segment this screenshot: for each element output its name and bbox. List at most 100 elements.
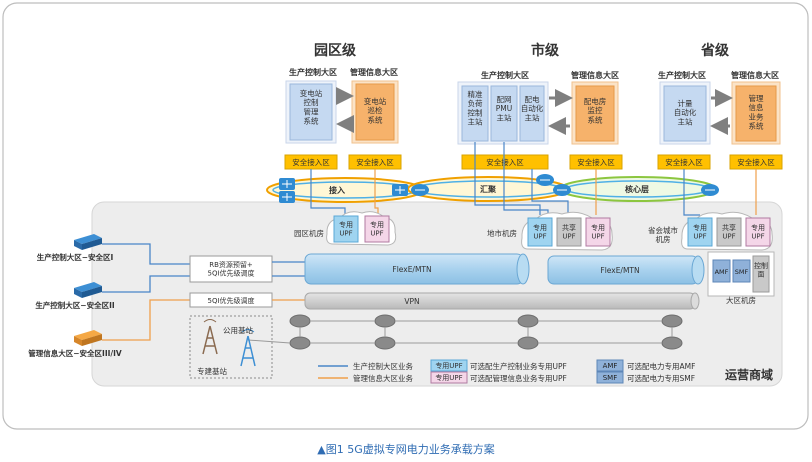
legend-upf-mgmt-tag: 专用UPF bbox=[435, 373, 462, 382]
power-5g-network-diagram: 运营商域 园区级 市级 省级 生产控制大区 管理信息大区 生产控制大区 管理信息… bbox=[2, 2, 809, 430]
region-control-plane bbox=[752, 255, 770, 293]
legend-upf-mgmt-desc: 可选配管理信息业务专用UPF bbox=[470, 373, 567, 383]
legend-upf-prod-desc: 可选配生产控制业务专用UPF bbox=[470, 361, 567, 371]
region-room-label: 大区机房 bbox=[726, 295, 756, 305]
flexe-pipe-1-end bbox=[516, 253, 530, 285]
public-base-station-icon bbox=[202, 319, 218, 355]
left-zone-prod1-label: 生产控制大区−安全区I bbox=[37, 252, 114, 262]
scheduling-rb-box bbox=[189, 255, 273, 283]
city-dist-auto-label: 配电自动化主站 bbox=[521, 94, 544, 122]
region-amf-label: AMF bbox=[715, 268, 729, 276]
city-load-control-box bbox=[461, 85, 489, 142]
dedicated-base-station-icon bbox=[240, 329, 256, 367]
legend-amf-swatch bbox=[596, 359, 624, 372]
prod1-link bbox=[102, 243, 190, 265]
city-room-monitor-label: 配电房监控系统 bbox=[584, 96, 607, 124]
zone-label-province-management: 管理信息大区 bbox=[731, 70, 779, 80]
base-station-frame bbox=[189, 315, 273, 379]
region-control-plane-label: 控制面 bbox=[754, 261, 768, 279]
zone-label-city-production: 生产控制大区 bbox=[481, 70, 529, 80]
legend-upf-prod-swatch bbox=[430, 359, 468, 372]
legend-prod-line-label: 生产控制大区业务 bbox=[353, 361, 413, 371]
city-room-label: 地市机房 bbox=[487, 228, 517, 238]
park-upf-dedicated-prod bbox=[333, 215, 359, 243]
flexe-pipe-2-end bbox=[691, 255, 705, 285]
left-zone-mgmt-label: 管理信息大区−安全区III/IV bbox=[28, 348, 122, 358]
dedicated-base-station-label: 专建基站 bbox=[197, 366, 227, 376]
zone-label-park-management: 管理信息大区 bbox=[350, 67, 398, 77]
public-base-station-label: 公用基站 bbox=[223, 325, 253, 335]
city-upf-dedicated-prod bbox=[527, 217, 553, 247]
level-title-city: 市级 bbox=[531, 42, 560, 59]
transport-links bbox=[247, 320, 673, 344]
scheduling-rb-label: RB资源预留+5QI优先级调度 bbox=[207, 260, 254, 278]
province-room-label: 省会城市机房 bbox=[648, 225, 678, 244]
figure-caption: ▲图1 5G虚拟专网电力业务承载方案 bbox=[317, 443, 495, 456]
province-upf-dedicated-prod bbox=[687, 217, 713, 247]
city-room-monitor-box bbox=[575, 85, 615, 142]
legend-upf-prod-tag: 专用UPF bbox=[435, 361, 462, 370]
province-mgmt-info-label: 管理信息业务系统 bbox=[749, 93, 764, 130]
region-amf bbox=[712, 259, 731, 283]
city-secure-access-prod-label: 安全接入区 bbox=[486, 157, 524, 167]
province-upf-dedicated-mgmt bbox=[745, 217, 771, 247]
park-upf-dedicated-mgmt bbox=[364, 215, 390, 243]
flexe-pipe-2-label: FlexE/MTN bbox=[600, 266, 639, 275]
province-metering-label: 计量自动化主站 bbox=[674, 98, 697, 126]
legend-amf-desc: 可选配电力专用AMF bbox=[627, 361, 695, 371]
ring-label-access: 接入 bbox=[329, 185, 345, 195]
legend-smf-desc: 可选配电力专用SMF bbox=[627, 373, 695, 383]
level-title-province: 省级 bbox=[700, 42, 730, 59]
legend-smf-tag: SMF bbox=[603, 374, 618, 382]
legend-smf-swatch bbox=[596, 371, 624, 384]
scheduling-qi-label: 5QI优先级调度 bbox=[207, 296, 254, 305]
ring-label-aggregation: 汇聚 bbox=[480, 184, 497, 194]
operator-domain-label: 运营商域 bbox=[725, 367, 773, 382]
flexe-pipe-1-label: FlexE/MTN bbox=[392, 265, 431, 274]
left-device-prod2 bbox=[74, 282, 102, 298]
province-secure-access-mgmt-label: 安全接入区 bbox=[737, 157, 775, 167]
left-device-mgmt bbox=[74, 330, 102, 346]
park-mgmt-line bbox=[374, 169, 379, 215]
left-device-prod1 bbox=[74, 234, 102, 250]
park-prod-line bbox=[310, 169, 346, 215]
prod2-link bbox=[102, 275, 190, 293]
city-secure-access-prod bbox=[461, 154, 549, 170]
region-smf bbox=[732, 259, 751, 283]
province-upf-shared bbox=[716, 217, 742, 247]
ring-label-core: 核心层 bbox=[625, 184, 649, 194]
city-prod-line-3 bbox=[531, 169, 569, 215]
province-secure-access-prod-label: 安全接入区 bbox=[665, 157, 703, 167]
vpn-pipe-label: VPN bbox=[404, 297, 419, 306]
province-mgmt-info-box bbox=[735, 85, 777, 142]
legend-upf-mgmt-swatch bbox=[430, 371, 468, 384]
mgmt-link bbox=[102, 299, 190, 341]
legend-mgmt-line-label: 管理信息大区业务 bbox=[353, 373, 413, 383]
zone-label-park-production: 生产控制大区 bbox=[289, 67, 337, 77]
legend-amf-tag: AMF bbox=[603, 362, 618, 370]
zone-label-province-production: 生产控制大区 bbox=[658, 70, 706, 80]
park-secure-access-prod-label: 安全接入区 bbox=[292, 157, 330, 167]
region-smf-label: SMF bbox=[735, 268, 749, 276]
province-metering-box bbox=[663, 85, 707, 142]
park-substation-control-box bbox=[289, 83, 333, 141]
city-pmu-box bbox=[490, 85, 518, 142]
park-secure-access-mgmt-label: 安全接入区 bbox=[356, 157, 394, 167]
city-secure-access-mgmt-label: 安全接入区 bbox=[577, 157, 615, 167]
ring-routers bbox=[279, 174, 719, 203]
city-upf-shared bbox=[556, 217, 582, 247]
left-zone-prod2-label: 生产控制大区−安全区II bbox=[35, 300, 115, 310]
park-substation-control-label: 变电站控制管理系统 bbox=[300, 88, 323, 125]
province-prod-line bbox=[683, 169, 700, 216]
city-dist-auto-box bbox=[519, 85, 545, 142]
zone-label-city-management: 管理信息大区 bbox=[571, 70, 619, 80]
vpn-pipe bbox=[304, 292, 696, 310]
